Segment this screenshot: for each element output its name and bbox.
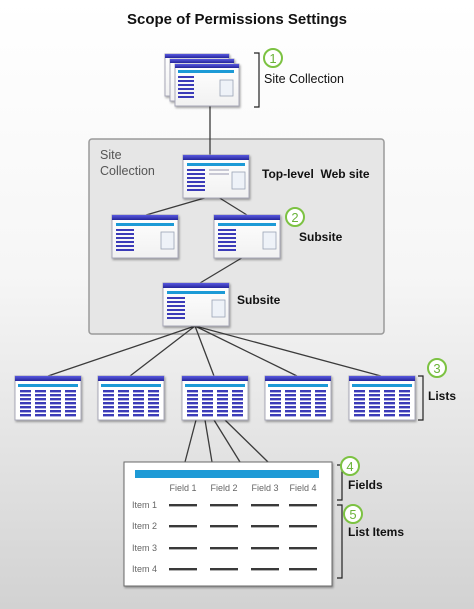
list-cell-value xyxy=(210,525,238,528)
site-collection-icon xyxy=(164,53,240,107)
diagram-title: Scope of Permissions Settings xyxy=(127,11,347,28)
subsite-left-icon xyxy=(111,214,179,259)
site-collection-box-label: Site Collection xyxy=(100,148,155,178)
field-header: Field 2 xyxy=(210,483,237,493)
callout-number-badge xyxy=(340,456,360,476)
list-cell-value xyxy=(169,525,197,528)
callout-label: Site Collection xyxy=(264,72,344,86)
subsite-right-icon xyxy=(213,214,281,259)
subsite-lower-icon xyxy=(162,282,230,327)
list-item-label: Item 2 xyxy=(132,521,157,531)
list-cell-value xyxy=(251,504,279,507)
callout-2: 2 xyxy=(285,207,305,227)
list-detail-panel xyxy=(123,461,333,587)
list-cell-value xyxy=(251,547,279,550)
list-cell-value xyxy=(289,525,317,528)
list-cell-value xyxy=(210,547,238,550)
list-cell-value xyxy=(169,504,197,507)
list-icon xyxy=(97,375,165,421)
list-cell-value xyxy=(289,504,317,507)
top-level-site-icon xyxy=(182,154,250,199)
list-header-bar xyxy=(135,470,319,478)
callout-number-badge xyxy=(427,358,447,378)
callout-number: 2 xyxy=(291,210,298,225)
callout-number: 1 xyxy=(269,51,276,66)
callout-number: 4 xyxy=(346,459,353,474)
field-header: Field 4 xyxy=(289,483,316,493)
list-item-row: Item 1 xyxy=(132,500,317,510)
callout-number-badge xyxy=(263,48,283,68)
list-item-row: Item 2 xyxy=(132,521,317,531)
field-headers: Field 1 Field 2 Field 3 Field 4 xyxy=(169,483,316,493)
callout-number: 5 xyxy=(349,507,356,522)
connector-lines xyxy=(47,104,382,463)
list-item-rows: Item 1 Item 2 Item 3 Item 4 xyxy=(132,500,317,574)
lists-row xyxy=(14,375,416,421)
list-cell-value xyxy=(210,568,238,571)
field-header: Field 1 xyxy=(169,483,196,493)
list-item-label: Item 1 xyxy=(132,500,157,510)
list-cell-value xyxy=(289,568,317,571)
subsite-right-label: Subsite xyxy=(299,230,343,244)
callout-label: Lists xyxy=(428,389,456,403)
list-item-row: Item 4 xyxy=(132,564,317,574)
callout-number-badge xyxy=(343,504,363,524)
list-item-row: Item 3 xyxy=(132,543,317,553)
list-cell-value xyxy=(251,525,279,528)
list-cell-value xyxy=(169,568,197,571)
list-cell-value xyxy=(289,547,317,550)
list-cell-value xyxy=(169,547,197,550)
callout-number-badge xyxy=(285,207,305,227)
list-icon xyxy=(264,375,332,421)
list-icon xyxy=(348,375,416,421)
list-item-label: Item 4 xyxy=(132,564,157,574)
top-level-site-label: Top-level Web site xyxy=(262,167,370,181)
callout-label: Fields xyxy=(348,478,383,492)
callout-brackets xyxy=(254,52,424,579)
list-icon xyxy=(14,375,82,421)
subsite-lower-label: Subsite xyxy=(237,293,281,307)
list-cell-value xyxy=(210,504,238,507)
list-item-label: Item 3 xyxy=(132,543,157,553)
callout-number: 3 xyxy=(433,361,440,376)
list-cell-value xyxy=(251,568,279,571)
field-header: Field 3 xyxy=(251,483,278,493)
callout-label: List Items xyxy=(348,525,404,539)
list-icon xyxy=(181,375,249,421)
